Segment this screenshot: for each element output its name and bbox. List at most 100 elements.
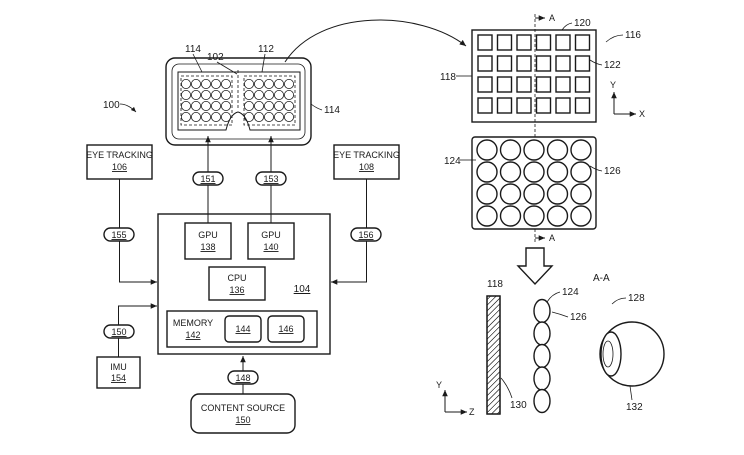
lens-cell xyxy=(570,161,592,183)
pixel-cell xyxy=(496,76,513,93)
pixel-grid xyxy=(477,34,591,114)
lens-cell xyxy=(546,205,569,227)
gpu-right-block xyxy=(247,222,295,260)
memory-a-block xyxy=(224,315,262,343)
eye-tracking-left-title: EYE TRACKING xyxy=(86,150,153,160)
pixel-cell xyxy=(477,55,493,72)
imu-block xyxy=(96,356,141,389)
lens-cell xyxy=(476,205,498,227)
display-lens xyxy=(220,101,231,112)
pixel-cell xyxy=(477,34,493,51)
pixel-cell xyxy=(516,55,532,72)
pixel-cell xyxy=(516,76,532,93)
display-lens xyxy=(180,101,191,112)
gpu-left-title: GPU xyxy=(198,230,218,240)
lens-cell xyxy=(523,139,545,161)
display-lens xyxy=(190,90,201,101)
lens-cell xyxy=(476,183,498,205)
eye-tracking-left-num: 106 xyxy=(112,162,127,172)
link-gpu-right-display-num: 153 xyxy=(263,174,278,184)
link-content-num: 148 xyxy=(235,373,250,383)
display-lens xyxy=(273,90,284,101)
pixel-cell xyxy=(574,55,591,72)
lens-cell xyxy=(499,161,522,183)
cpu-block xyxy=(208,266,266,301)
lens-array xyxy=(476,139,592,227)
display-lens xyxy=(243,101,254,112)
link-gpu-right-display xyxy=(255,171,287,186)
memory-b-block xyxy=(267,315,305,343)
section-arrow xyxy=(516,247,554,286)
display-lens xyxy=(283,101,294,112)
lens-cell xyxy=(570,183,592,205)
display-lens xyxy=(180,112,191,123)
display-lens xyxy=(210,90,221,101)
display-lens xyxy=(243,112,254,123)
display-lens xyxy=(190,79,201,90)
link-tracking-right xyxy=(350,227,382,242)
pixel-cell xyxy=(477,97,493,114)
display-lens xyxy=(190,112,201,123)
lens-cell xyxy=(523,183,545,205)
pixel-cell xyxy=(496,97,513,114)
pixel-cell xyxy=(555,76,571,93)
display-lens xyxy=(210,112,221,123)
pixel-cell xyxy=(555,34,571,51)
ref-lens-array: 124 xyxy=(444,156,461,167)
ref-pixel-layer: 118 xyxy=(440,72,456,83)
lens-cell xyxy=(570,139,592,161)
section-label: A-A xyxy=(593,273,610,284)
display-lens xyxy=(180,90,191,101)
pixel-cell xyxy=(535,34,552,51)
lens-side-element xyxy=(533,298,551,324)
eye-tracking-right-title: EYE TRACKING xyxy=(333,150,400,160)
ref-display-right: 112 xyxy=(258,44,274,55)
pixel-cell xyxy=(496,55,513,72)
display-lens-grid-right xyxy=(243,79,294,123)
display-lens xyxy=(210,101,221,112)
imu-num: 154 xyxy=(111,373,126,383)
ref-system: 100 xyxy=(103,100,120,111)
display-lens xyxy=(200,101,211,112)
display-lens xyxy=(263,90,274,101)
ref-eye-group: 128 xyxy=(628,293,645,304)
lens-side-element xyxy=(533,388,551,414)
display-lens xyxy=(243,90,254,101)
lens-cell xyxy=(499,183,522,205)
link-tracking-right-num: 156 xyxy=(358,230,373,240)
link-tracking-left xyxy=(103,227,135,242)
ref-gap: 130 xyxy=(510,400,527,411)
display-lens xyxy=(220,90,231,101)
lens-cell xyxy=(476,139,498,161)
pixel-cell xyxy=(535,76,552,93)
gpu-right-title: GPU xyxy=(261,230,281,240)
display-lens xyxy=(220,79,231,90)
imu-title: IMU xyxy=(110,362,127,372)
display-lens xyxy=(283,112,294,123)
section-marker-top: A xyxy=(549,13,555,23)
axis-y-top: Y xyxy=(610,80,616,90)
display-lens xyxy=(253,101,264,112)
display-lens xyxy=(200,90,211,101)
pixel-cell xyxy=(535,55,552,72)
link-gpu-left-display-num: 151 xyxy=(200,174,215,184)
ref-display-left: 114 xyxy=(185,44,201,55)
ref-eye: 132 xyxy=(626,402,643,413)
link-gpu-left-display xyxy=(192,171,224,186)
lens-array-panel xyxy=(471,136,597,230)
display-lens xyxy=(253,112,264,123)
display-lens xyxy=(263,101,274,112)
memory-a-num: 144 xyxy=(235,324,250,334)
display-lens xyxy=(283,79,294,90)
display-lens-grid-left xyxy=(180,79,231,123)
display-lens xyxy=(273,79,284,90)
display-lens xyxy=(243,79,254,90)
axis-y-bottom: Y xyxy=(436,380,442,390)
pixel-cell xyxy=(477,76,493,93)
pixel-cell xyxy=(535,97,552,114)
ref-nose: 102 xyxy=(207,52,224,63)
link-imu xyxy=(103,324,135,339)
pixel-cell xyxy=(555,55,571,72)
memory-b-num: 146 xyxy=(278,324,293,334)
